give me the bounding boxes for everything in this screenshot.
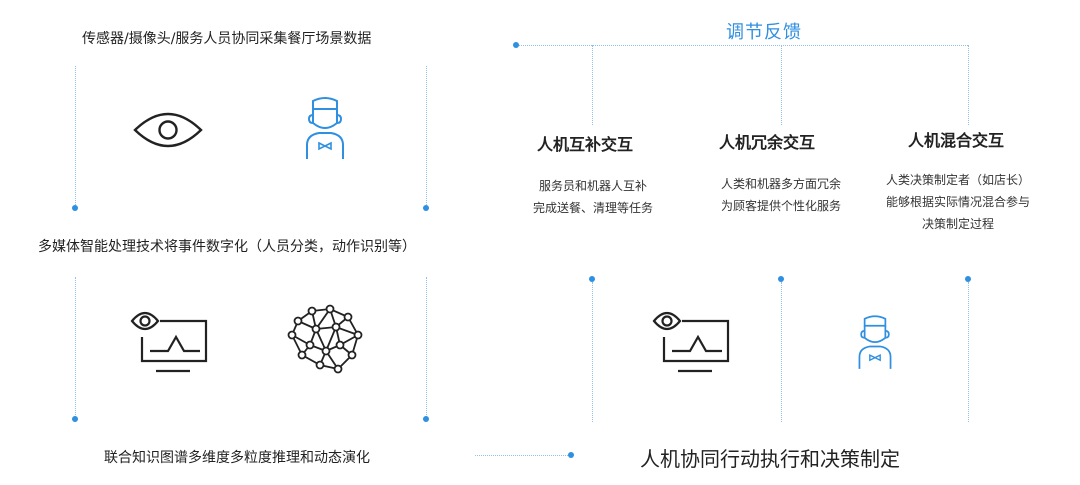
right-box-dot-3 [965,276,971,282]
step1-title: 传感器/摄像头/服务人员协同采集餐厅场景数据 [82,31,372,47]
monitor-eye-icon [130,311,208,373]
mode3-title: 人机混合交互 [908,131,1005,150]
mode3-drop-line [968,45,969,125]
step2-title: 多媒体智能处理技术将事件数字化（人员分类，动作识别等） [38,239,416,255]
mode2-drop-line [781,45,782,125]
mode1-drop-line [592,45,593,125]
box1-left-dot [72,205,78,211]
mode1-title: 人机互补交互 [537,135,634,154]
step3-title: 联合知识图谱多维度多粒度推理和动态演化 [104,450,370,466]
mode1-desc-line2: 完成送餐、清理等任务 [532,201,653,215]
mode3-desc-line1: 人类决策制定者（如店长） [885,173,1030,187]
mode2-desc: 人类和机器多方面冗余 为顾客提供个性化服务 [700,173,862,217]
feedback-start-dot [513,42,519,48]
right-box-line-3 [968,282,969,422]
mode2-title: 人机冗余交互 [719,133,816,152]
box2-left-line [75,277,76,419]
mode2-desc-line2: 为顾客提供个性化服务 [720,199,841,213]
box2-left-dot [72,416,78,422]
box1-right-dot [423,205,429,211]
eye-icon [133,112,203,148]
right-box-dot-1 [589,276,595,282]
box1-right-line [426,66,427,209]
mode3-desc-line2: 能够根据实际情况混合参与 [885,195,1030,209]
bottom-title: 人机协同行动执行和决策制定 [640,447,900,471]
box2-right-dot [423,416,429,422]
feedback-label: 调节反馈 [726,22,802,43]
mode3-desc: 人类决策制定者（如店长） 能够根据实际情况混合参与 决策制定过程 [868,169,1048,235]
box1-left-line [75,66,76,209]
bottom-connector-line [475,455,570,456]
feedback-line [519,45,968,46]
waiter-icon [858,315,892,369]
right-box-dot-2 [778,276,784,282]
right-box-line-1 [592,282,593,422]
mode2-desc-line1: 人类和机器多方面冗余 [720,177,841,191]
monitor-eye-icon [652,311,730,373]
mode1-desc: 服务员和机器人互补 完成送餐、清理等任务 [512,175,674,219]
mode3-desc-line3: 决策制定过程 [921,217,994,231]
neural-network-icon [287,304,363,374]
box2-right-line [426,277,427,419]
waiter-icon [306,97,344,159]
right-box-line-2 [781,282,782,422]
bottom-connector-dot [568,452,574,458]
mode1-desc-line1: 服务员和机器人互补 [538,179,647,193]
